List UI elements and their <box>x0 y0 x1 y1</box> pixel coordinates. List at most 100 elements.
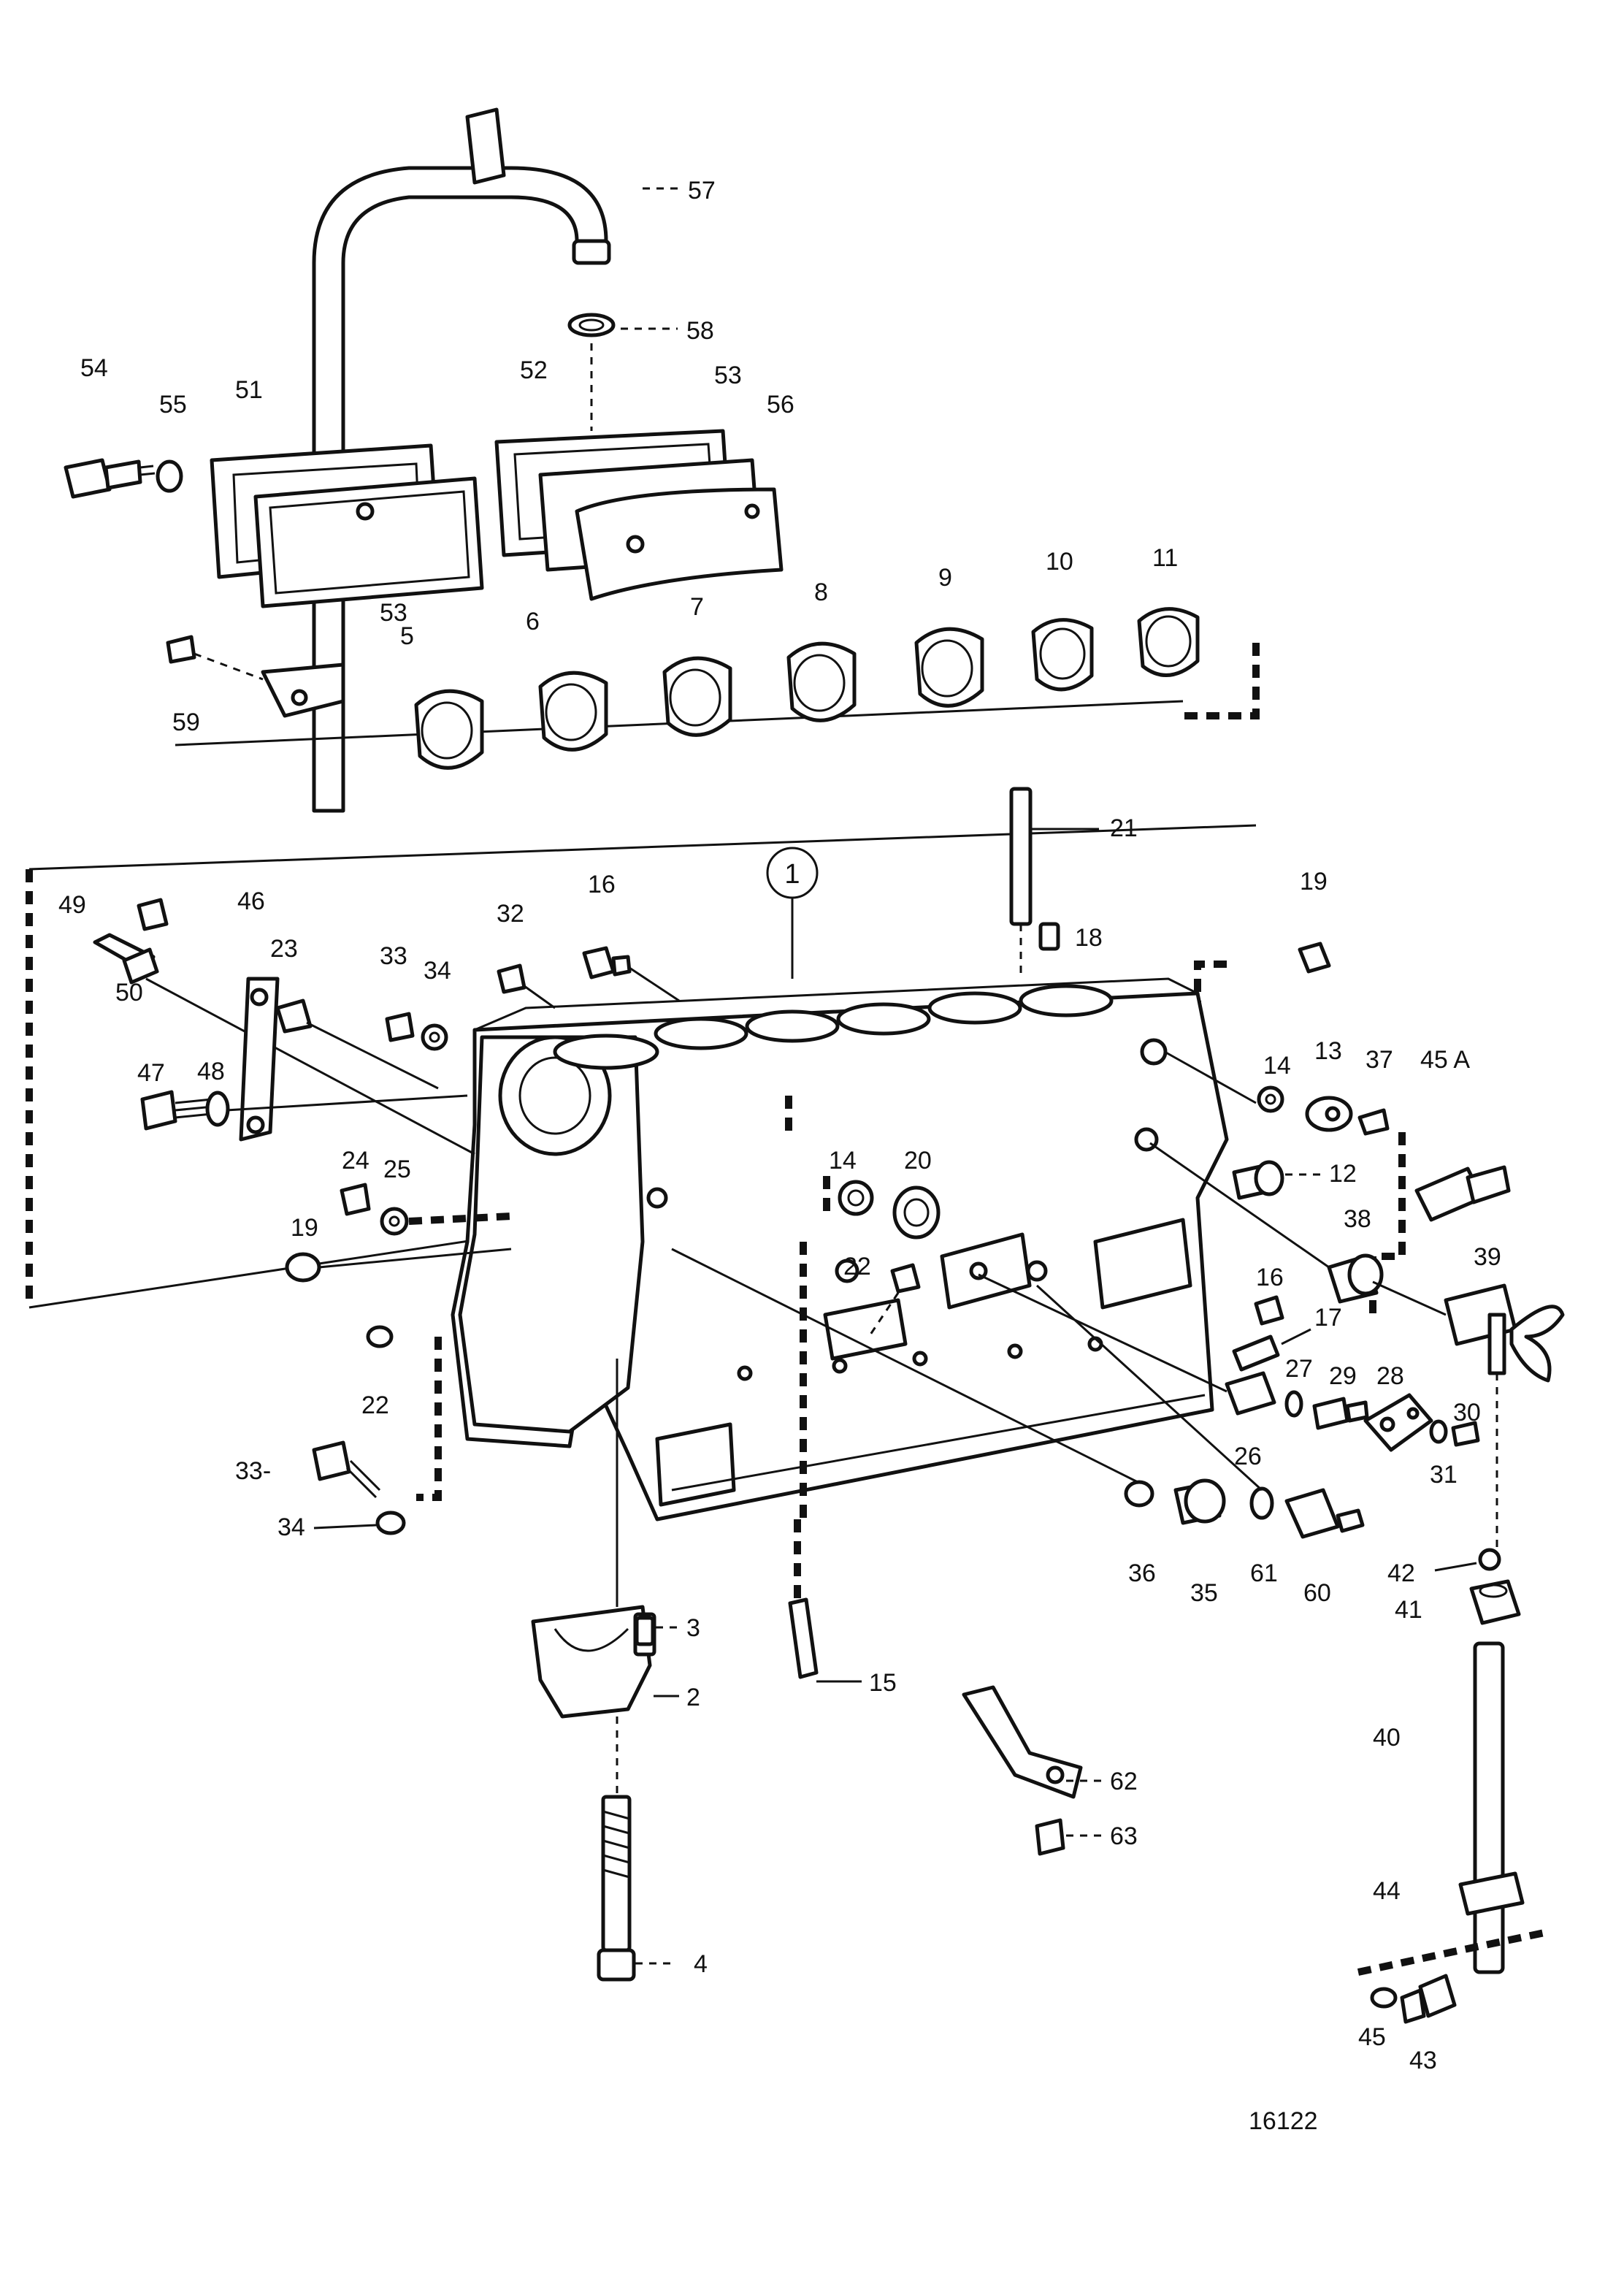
label-45a: 45 A <box>1420 1046 1470 1074</box>
label-33-top: 33 <box>380 942 407 970</box>
label-27: 27 <box>1285 1355 1313 1383</box>
label-63: 63 <box>1110 1822 1138 1850</box>
sump-pan-rear <box>494 429 784 601</box>
label-28: 28 <box>1376 1362 1404 1390</box>
label-9: 9 <box>938 564 952 592</box>
flange-28 <box>1363 1393 1433 1452</box>
plug-16-right <box>1254 1295 1284 1326</box>
label-40: 40 <box>1373 1724 1401 1752</box>
label-4: 4 <box>694 1950 708 1978</box>
washer-34-top <box>421 1023 448 1051</box>
label-24: 24 <box>342 1147 369 1175</box>
label-1: 1 <box>784 859 800 890</box>
seal-14-right <box>1257 1085 1284 1113</box>
pin-22-mid <box>890 1263 921 1294</box>
label-47: 47 <box>137 1059 165 1087</box>
label-2: 2 <box>686 1684 700 1711</box>
label-44: 44 <box>1373 1877 1401 1905</box>
engine-block <box>451 977 1229 1521</box>
label-10: 10 <box>1046 548 1073 576</box>
label-16-top: 16 <box>588 871 616 898</box>
plug-20 <box>892 1185 941 1240</box>
label-8: 8 <box>814 578 828 606</box>
label-20: 20 <box>904 1147 932 1175</box>
plug-32 <box>497 963 526 994</box>
bolt-47 <box>140 1090 214 1131</box>
label-26: 26 <box>1234 1443 1262 1470</box>
nut-41 <box>1469 1579 1521 1625</box>
label-49: 49 <box>58 891 86 919</box>
oil-jet-62 <box>962 1685 1083 1799</box>
adapter-13 <box>1305 1096 1353 1132</box>
figure-number: 16122 <box>1249 2107 1318 2135</box>
label-14-mid: 14 <box>829 1147 857 1175</box>
bolt-63 <box>1035 1818 1065 1856</box>
label-7: 7 <box>690 593 704 621</box>
label-55: 55 <box>159 391 187 419</box>
label-38: 38 <box>1344 1205 1371 1233</box>
washer-25 <box>380 1207 409 1236</box>
bearing-5 <box>414 689 484 770</box>
plug-35 <box>1173 1478 1226 1525</box>
plug-60 <box>1284 1488 1365 1539</box>
bolt-33-low <box>312 1440 381 1499</box>
bearing-9 <box>914 627 984 708</box>
bracket-46 <box>239 977 280 1142</box>
label-22-mid: 22 <box>843 1253 871 1280</box>
label-14-right: 14 <box>1263 1052 1291 1080</box>
label-34-top: 34 <box>424 957 451 985</box>
label-53-bottom: 53 <box>380 599 407 627</box>
ball-42 <box>1478 1548 1501 1571</box>
label-45: 45 <box>1358 2023 1386 2051</box>
dipstick-tube-40 <box>1473 1641 1505 1974</box>
label-5: 5 <box>400 622 414 650</box>
washer-27 <box>1284 1390 1303 1418</box>
washer-61 <box>1249 1486 1274 1520</box>
label-57: 57 <box>688 177 716 205</box>
bolt-33-top <box>385 1012 415 1042</box>
bolt-43 <box>1400 1974 1457 2024</box>
label-19-right: 19 <box>1300 868 1328 895</box>
dowel-15 <box>788 1597 819 1679</box>
washer-36 <box>1124 1480 1154 1508</box>
label-15: 15 <box>869 1669 897 1697</box>
label-6: 6 <box>526 608 540 635</box>
oil-pipe <box>261 107 611 813</box>
plug-23 <box>275 998 313 1034</box>
part-labels: 57 58 54 55 51 52 53 56 53 59 5 6 7 8 9 … <box>58 177 1501 2135</box>
plug-37 <box>1357 1108 1390 1136</box>
sump-bolt <box>64 458 183 499</box>
label-11: 11 <box>1152 544 1178 572</box>
label-46: 46 <box>237 887 265 915</box>
label-16-right: 16 <box>1256 1264 1284 1291</box>
washer-48 <box>205 1091 230 1127</box>
label-34-low: 34 <box>277 1513 305 1541</box>
seal-14-mid <box>838 1180 874 1216</box>
bolt-30 <box>1451 1421 1480 1447</box>
fitting-29 <box>1312 1397 1369 1430</box>
label-18: 18 <box>1075 924 1103 952</box>
label-19-left: 19 <box>291 1214 318 1242</box>
label-36: 36 <box>1128 1559 1156 1587</box>
label-31: 31 <box>1430 1461 1458 1489</box>
plug-49 <box>137 898 169 931</box>
label-23: 23 <box>270 935 298 963</box>
pin-22-left <box>366 1325 394 1348</box>
oil-pipe-seal <box>567 313 616 337</box>
strainer-bolt <box>166 635 264 681</box>
label-42: 42 <box>1387 1559 1415 1587</box>
label-50: 50 <box>115 979 143 1007</box>
main-bearing-shells <box>175 607 1260 770</box>
bearing-8 <box>786 641 857 722</box>
bolt-24 <box>340 1183 371 1216</box>
plug-16-top <box>582 946 632 979</box>
stud-50 <box>93 933 159 985</box>
bearing-11 <box>1137 607 1200 677</box>
bearing-10 <box>1031 618 1094 692</box>
label-53-top: 53 <box>714 362 742 389</box>
label-25: 25 <box>383 1156 411 1183</box>
label-41: 41 <box>1395 1596 1422 1624</box>
plug-19-right <box>1298 942 1331 974</box>
label-37: 37 <box>1366 1046 1393 1074</box>
